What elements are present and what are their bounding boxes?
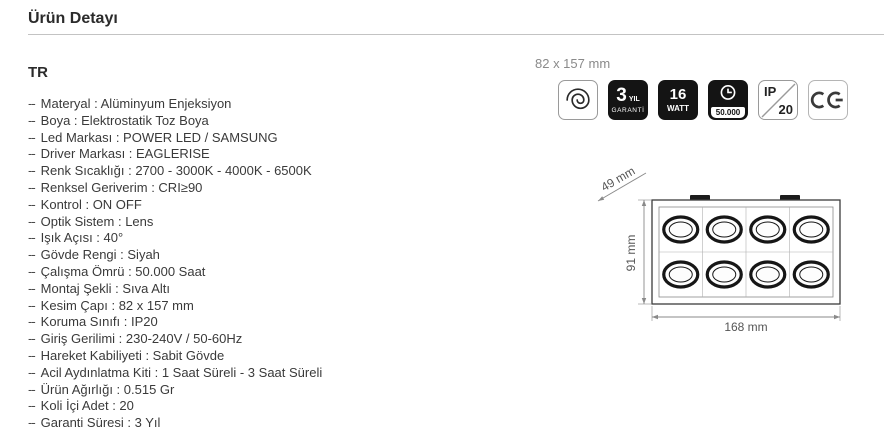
lens-grid <box>662 215 830 289</box>
spec-item: -- Materyal : Alüminyum Enjeksiyon <box>28 96 322 113</box>
spec-bullet: -- <box>28 163 36 179</box>
spec-text: Boya : Elektrostatik Toz Boya <box>40 112 209 128</box>
spec-bullet: -- <box>28 364 36 380</box>
spec-item: --Kesim Çapı : 82 x 157 mm <box>28 298 322 315</box>
spec-item: --Renk Sıcaklığı : 2700 - 3000K - 4000K … <box>28 163 322 180</box>
spec-text: Montaj Şekli : Sıva Altı <box>40 280 171 296</box>
warranty-top: 3 YIL <box>616 86 639 105</box>
spec-item: --Montaj Şekli : Sıva Altı <box>28 281 322 298</box>
spec-bullet: -- <box>28 263 36 279</box>
spec-item: --Led Markası : POWER LED / SAMSUNG <box>28 130 322 147</box>
spec-text: Çalışma Ömrü : 50.000 Saat <box>40 263 206 279</box>
spec-bullet: -- <box>28 280 36 296</box>
wattage-number: 16 <box>669 86 687 103</box>
spec-bullet: -- <box>28 381 36 397</box>
spec-text: Işık Açısı : 40° <box>40 230 124 246</box>
title-divider <box>28 34 884 35</box>
wattage-badge: 16 WATT <box>658 80 698 120</box>
spec-text: Acil Aydınlatma Kiti : 1 Saat Süreli - 3… <box>40 364 323 380</box>
spec-text: Giriş Gerilimi : 230-240V / 50-60Hz <box>40 331 243 347</box>
dimension-width-line <box>651 306 841 321</box>
spec-bullet: -- <box>28 179 36 195</box>
lifetime-badge: 50.000 <box>708 80 748 120</box>
spec-bullet: -- <box>28 112 36 128</box>
spec-item: --Gövde Rengi : Siyah <box>28 247 322 264</box>
spec-bullet: -- <box>28 196 36 212</box>
language-label: TR <box>28 64 48 81</box>
spec-text: Led Markası : POWER LED / SAMSUNG <box>40 129 278 145</box>
spec-item: --Işık Açısı : 40° <box>28 230 322 247</box>
spec-text: Driver Markası : EAGLERISE <box>40 146 210 162</box>
spec-bullet: -- <box>28 146 36 162</box>
recessed-mount-badge <box>558 80 598 120</box>
spec-bullet: -- <box>28 213 36 229</box>
dimension-depth-line <box>597 172 647 202</box>
spec-bullet: -- <box>28 415 36 431</box>
spec-item: --Renksel Geriverim : CRI≥90 <box>28 180 322 197</box>
spec-item: --Acil Aydınlatma Kiti : 1 Saat Süreli -… <box>28 365 322 382</box>
warranty-label: GARANTİ <box>611 107 645 114</box>
spec-item: --Ürün Ağırlığı : 0.515 Gr <box>28 382 322 399</box>
ip-prefix: IP <box>764 84 777 99</box>
ce-badge <box>808 80 848 120</box>
spec-text: Garanti Süresi : 3 Yıl <box>40 415 161 431</box>
wattage-label: WATT <box>666 104 690 113</box>
product-drawing <box>597 172 841 321</box>
ip-diagonal-line <box>761 83 796 118</box>
spec-item: --Garanti Süresi : 3 Yıl <box>28 415 322 432</box>
clock-icon <box>720 85 736 100</box>
spec-item: --Optik Sistem : Lens <box>28 214 322 231</box>
spec-bullet: -- <box>28 297 36 313</box>
spec-item: --Hareket Kabiliyeti : Sabit Gövde <box>28 348 322 365</box>
spec-item: --Giriş Gerilimi : 230-240V / 50-60Hz <box>28 331 322 348</box>
spec-bullet: -- <box>28 129 36 145</box>
spec-item: --Koli İçi Adet : 20 <box>28 398 322 415</box>
warranty-badge: 3 YIL GARANTİ <box>608 80 648 120</box>
lifetime-value: 50.000 <box>711 106 745 118</box>
spec-bullet: -- <box>28 398 36 414</box>
spec-item: --Boya : Elektrostatik Toz Boya <box>28 113 322 130</box>
spec-bullet: -- <box>28 347 36 363</box>
spec-text: Koruma Sınıfı : IP20 <box>40 314 158 330</box>
spec-text: Hareket Kabiliyeti : Sabit Gövde <box>40 347 225 363</box>
spec-list: --Materyal : Alüminyum Enjeksiyon--Boya … <box>28 96 322 432</box>
dimension-height-line <box>638 199 651 305</box>
spec-text: Renk Sıcaklığı : 2700 - 3000K - 4000K - … <box>40 163 312 179</box>
spec-text: Gövde Rengi : Siyah <box>40 247 160 263</box>
spring-icon <box>566 88 590 110</box>
page-title: Ürün Detayı <box>28 10 118 27</box>
cutout-size-label: 82 x 157 mm <box>535 56 611 71</box>
dimension-width-label: 168 mm <box>724 320 768 334</box>
spec-text: Kontrol : ON OFF <box>40 196 142 212</box>
ip-value: 20 <box>778 102 793 117</box>
dimension-height-label: 91 mm <box>624 234 638 272</box>
spec-item: --Çalışma Ömrü : 50.000 Saat <box>28 264 322 281</box>
warranty-number: 3 <box>616 85 627 106</box>
spec-bullet: -- <box>28 247 36 263</box>
spec-text: Materyal : Alüminyum Enjeksiyon <box>40 96 232 111</box>
ip-rating-badge: IP 20 <box>758 80 798 120</box>
badge-row: 3 YIL GARANTİ 16 WATT 50.000 IP 20 <box>558 80 848 120</box>
spec-text: Koli İçi Adet : 20 <box>40 398 134 414</box>
spec-text: Ürün Ağırlığı : 0.515 Gr <box>40 381 175 397</box>
spec-bullet: -- <box>28 331 36 347</box>
spec-bullet: -- <box>28 314 36 330</box>
spec-bullet: -- <box>28 230 36 246</box>
spec-text: Optik Sistem : Lens <box>40 213 154 229</box>
ce-mark-icon <box>810 91 843 109</box>
spec-item: --Driver Markası : EAGLERISE <box>28 146 322 163</box>
spec-text: Kesim Çapı : 82 x 157 mm <box>40 297 194 313</box>
warranty-unit: YIL <box>628 96 640 103</box>
spec-item: --Kontrol : ON OFF <box>28 197 322 214</box>
spec-bullet: -- <box>28 96 36 111</box>
spec-item: --Koruma Sınıfı : IP20 <box>28 314 322 331</box>
spec-text: Renksel Geriverim : CRI≥90 <box>40 179 203 195</box>
